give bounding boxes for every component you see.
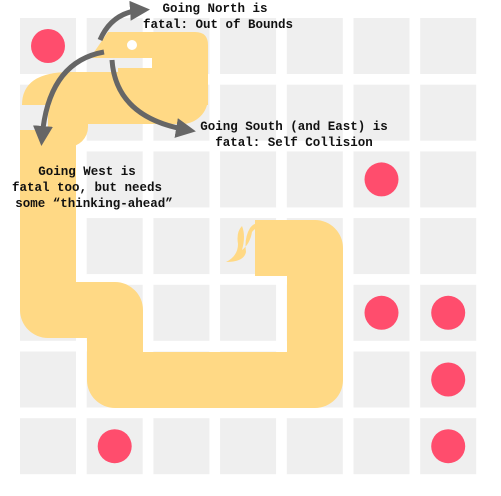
board-cell xyxy=(20,418,76,475)
west-line-2: fatal too, but needs xyxy=(12,181,162,195)
west-line-1: Going West is xyxy=(38,165,136,179)
north-line-2: fatal: Out of Bounds xyxy=(143,18,293,32)
board-cell xyxy=(420,151,477,208)
board-cell xyxy=(153,418,210,475)
food-dot xyxy=(364,295,399,330)
board-cell xyxy=(353,418,410,475)
south-line-2: fatal: Self Collision xyxy=(215,136,373,150)
food-dot xyxy=(364,162,399,197)
board-cell xyxy=(220,418,277,475)
board-cell xyxy=(20,351,76,408)
board-cell xyxy=(353,18,410,74)
board-cell xyxy=(220,84,277,141)
annotation-north: Going North is fatal: Out of Bounds xyxy=(143,2,293,32)
west-line-3: some “thinking-ahead” xyxy=(15,197,173,211)
food-dot xyxy=(97,429,132,464)
annotation-south: Going South (and East) is fatal: Self Co… xyxy=(200,120,388,150)
board-cell xyxy=(86,151,143,208)
south-line-1: Going South (and East) is xyxy=(200,120,388,134)
board-cell xyxy=(86,218,143,275)
board-cell xyxy=(353,84,410,141)
snake-top-bend xyxy=(48,95,88,147)
food-dot xyxy=(431,429,466,464)
board-cell xyxy=(153,284,210,341)
food-items xyxy=(31,29,466,464)
food-dot xyxy=(431,295,466,330)
board-cell xyxy=(220,151,277,208)
board-cell xyxy=(420,84,477,141)
board-cell xyxy=(220,284,277,341)
snake-eye xyxy=(127,40,137,50)
board-cell xyxy=(220,18,277,74)
food-dot xyxy=(431,362,466,397)
board-cell xyxy=(420,218,477,275)
board-cell xyxy=(420,18,477,74)
board-cell xyxy=(286,418,343,475)
board-cell xyxy=(286,18,343,74)
annotation-west: Going West is fatal too, but needs some … xyxy=(12,165,173,211)
board-cell xyxy=(153,151,210,208)
board-cell xyxy=(353,218,410,275)
board-cell xyxy=(353,351,410,408)
arrow-north xyxy=(97,0,150,42)
snake-head xyxy=(90,32,208,105)
food-dot xyxy=(31,29,65,63)
board-cell xyxy=(153,218,210,275)
board-cell xyxy=(286,84,343,141)
arrow-south-east xyxy=(109,59,196,138)
snake-body xyxy=(20,130,343,408)
direction-arrows xyxy=(32,0,196,146)
snake-tail xyxy=(226,223,268,262)
arrow-west xyxy=(32,49,105,146)
north-line-1: Going North is xyxy=(162,2,267,16)
board-cell xyxy=(286,151,343,208)
